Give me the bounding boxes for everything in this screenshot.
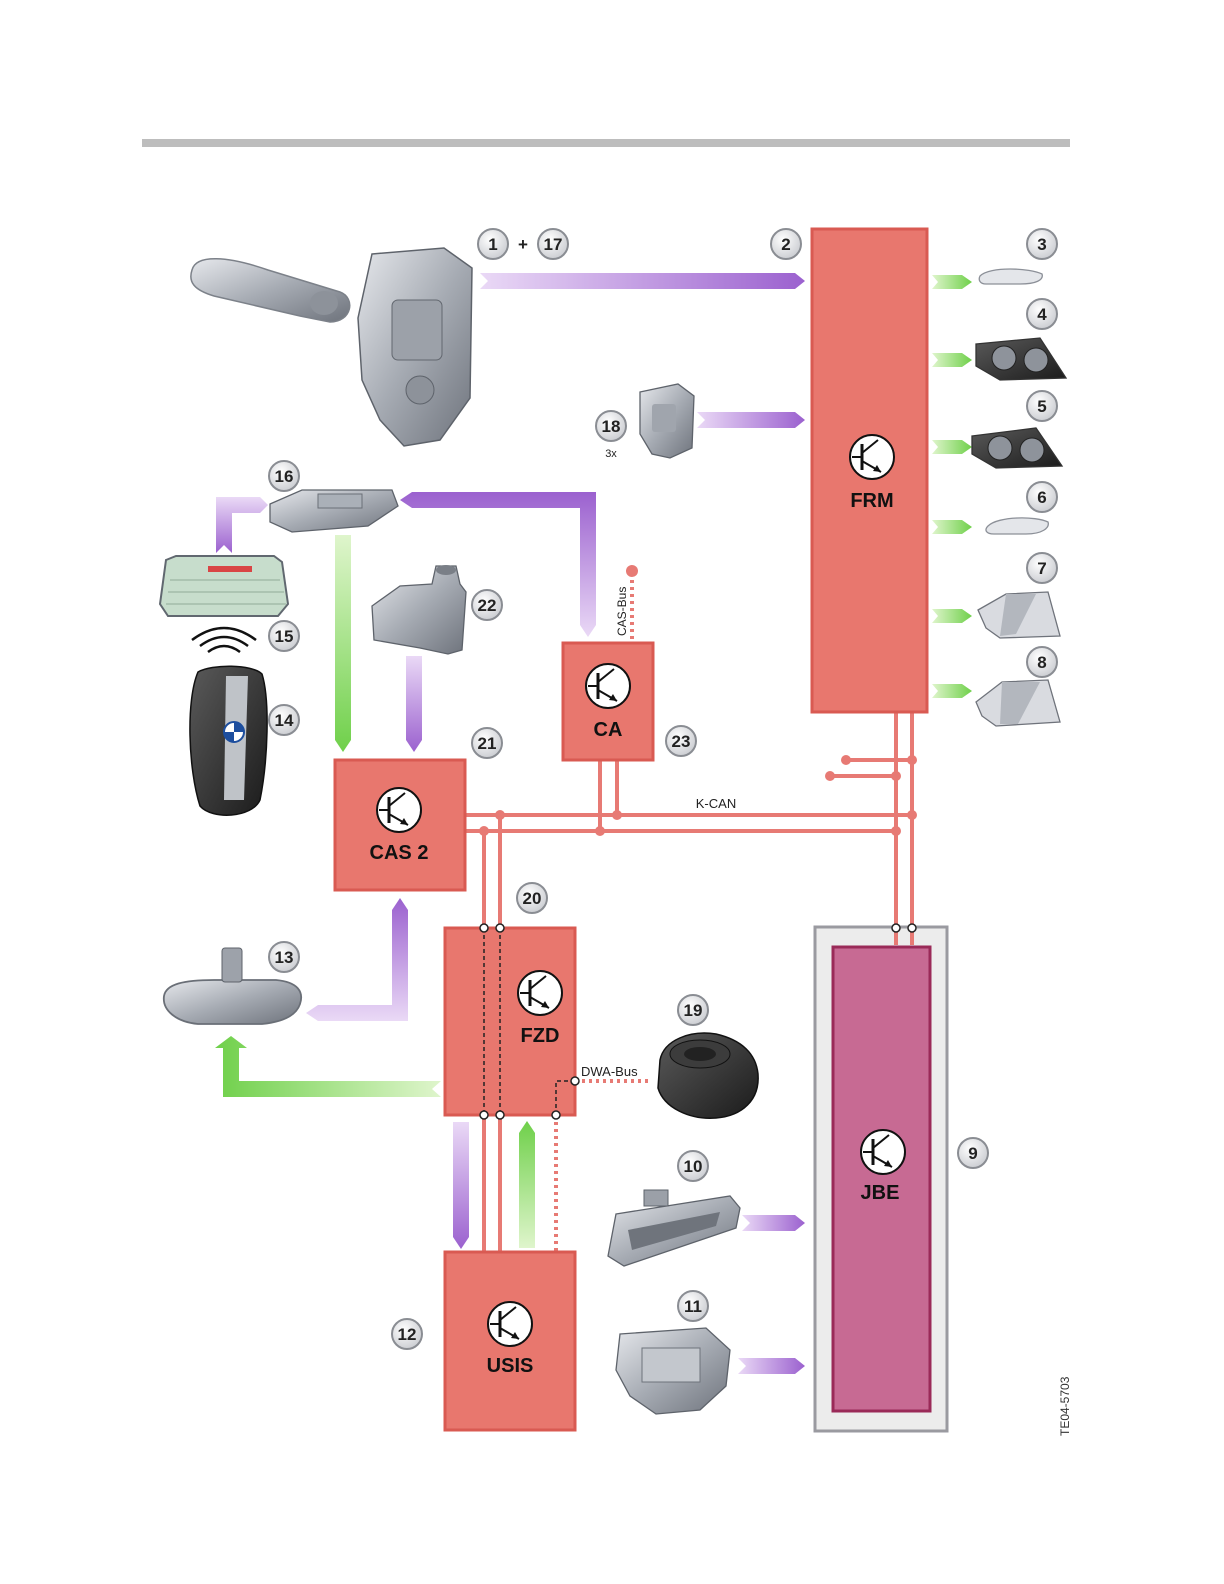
svg-text:20: 20 — [523, 889, 542, 908]
fzd-label: FZD — [521, 1025, 560, 1047]
svg-text:7: 7 — [1037, 559, 1046, 578]
callout-18-qty: 3x — [605, 448, 617, 460]
callout-11: 11 — [678, 1291, 708, 1321]
figure-code: TE04-5703 — [1058, 1376, 1072, 1436]
arrow-cas2-to-13 — [306, 898, 408, 1021]
svg-text:21: 21 — [478, 734, 497, 753]
callout-2: 2 — [771, 229, 801, 259]
arrow-10-to-jbe — [742, 1215, 805, 1231]
jbe-module[interactable] — [833, 947, 930, 1411]
callout-7: 7 — [1027, 553, 1057, 583]
door-handle-icon — [191, 259, 350, 322]
arrow-11-to-jbe — [738, 1358, 805, 1374]
callout-1: 1 — [478, 229, 508, 259]
rear-window-icon — [160, 556, 288, 616]
cas-bus-endpoint — [626, 565, 638, 577]
lock-actuator-icon — [358, 248, 472, 446]
callout-14: 14 — [269, 705, 299, 735]
arrow-fzd-to-usis — [453, 1122, 469, 1249]
callout-9: 9 — [958, 1138, 988, 1168]
callout-23: 23 — [666, 726, 696, 756]
svg-text:10: 10 — [684, 1157, 703, 1176]
callout-12: 12 — [392, 1319, 422, 1349]
radio-waves-icon — [192, 628, 256, 652]
svg-text:23: 23 — [672, 732, 691, 751]
headlight-icon — [972, 428, 1062, 468]
callout-15: 15 — [269, 621, 299, 651]
antenna-icon — [270, 490, 398, 532]
lock-actuator-icon — [640, 384, 694, 458]
callout-22: 22 — [472, 590, 502, 620]
arrow-22-to-cas2 — [406, 656, 422, 752]
callout-21: 21 — [472, 728, 502, 758]
arrow-16-to-15 — [216, 497, 268, 553]
svg-text:18: 18 — [602, 417, 621, 436]
callout-5: 5 — [1027, 391, 1057, 421]
svg-text:1: 1 — [488, 235, 497, 254]
svg-text:11: 11 — [684, 1297, 702, 1316]
transistor-icon — [850, 435, 894, 479]
callout-10: 10 — [678, 1151, 708, 1181]
ca-label: CA — [594, 719, 623, 741]
svg-text:2: 2 — [781, 235, 790, 254]
usis-label: USIS — [487, 1355, 534, 1377]
turn-signal-icon — [986, 518, 1048, 534]
svg-text:22: 22 — [478, 596, 497, 615]
arrow-16-to-cas2 — [335, 535, 351, 752]
callout-6: 6 — [1027, 482, 1057, 512]
svg-text:6: 6 — [1037, 488, 1046, 507]
callout-8: 8 — [1027, 647, 1057, 677]
svg-text:4: 4 — [1037, 305, 1047, 324]
svg-text:3: 3 — [1037, 235, 1046, 254]
svg-text:16: 16 — [275, 467, 294, 486]
turn-signal-icon — [979, 269, 1042, 284]
arrow-usis-to-fzd — [519, 1121, 535, 1248]
transistor-icon — [518, 971, 562, 1015]
taillight-icon — [976, 680, 1060, 726]
callout-3: 3 — [1027, 229, 1057, 259]
headlight-icon — [976, 338, 1066, 380]
frm-output-arrows — [932, 275, 972, 698]
svg-text:17: 17 — [544, 235, 563, 254]
svg-text:12: 12 — [398, 1325, 417, 1344]
cas-bus-label: CAS-Bus — [615, 587, 629, 636]
frm-label: FRM — [850, 490, 893, 512]
callout-19: 19 — [678, 995, 708, 1025]
trunk-lock-icon — [616, 1328, 730, 1414]
svg-text:9: 9 — [968, 1144, 977, 1163]
callout-20: 20 — [517, 883, 547, 913]
callout-16: 16 — [269, 461, 299, 491]
arrow-fzd-to-13 — [215, 1036, 441, 1097]
svg-text:8: 8 — [1037, 653, 1046, 672]
arrow-18-to-frm — [697, 412, 805, 428]
svg-text:14: 14 — [275, 711, 294, 730]
transistor-icon — [586, 664, 630, 708]
siren-icon — [658, 1033, 758, 1118]
callout-plus: + — [518, 235, 528, 254]
svg-text:13: 13 — [275, 948, 294, 967]
kcan-label: K-CAN — [696, 796, 736, 811]
header-rule — [142, 139, 1070, 147]
dwa-bus-label: DWA-Bus — [581, 1064, 638, 1079]
sensor-icon — [372, 565, 466, 654]
transistor-icon — [377, 788, 421, 832]
arrow-door-to-frm — [480, 273, 805, 289]
trunk-button-icon — [608, 1190, 740, 1266]
jbe-label: JBE — [861, 1182, 900, 1204]
callout-13: 13 — [269, 942, 299, 972]
remote-key-icon — [190, 666, 267, 815]
transistor-icon — [488, 1302, 532, 1346]
svg-text:19: 19 — [684, 1001, 703, 1020]
callout-18: 18 — [596, 411, 626, 441]
cas2-label: CAS 2 — [370, 842, 429, 864]
callout-17: 17 — [538, 229, 568, 259]
transistor-icon — [861, 1130, 905, 1174]
svg-text:15: 15 — [275, 627, 294, 646]
taillight-icon — [978, 592, 1060, 638]
svg-text:5: 5 — [1037, 397, 1046, 416]
callout-4: 4 — [1027, 299, 1057, 329]
